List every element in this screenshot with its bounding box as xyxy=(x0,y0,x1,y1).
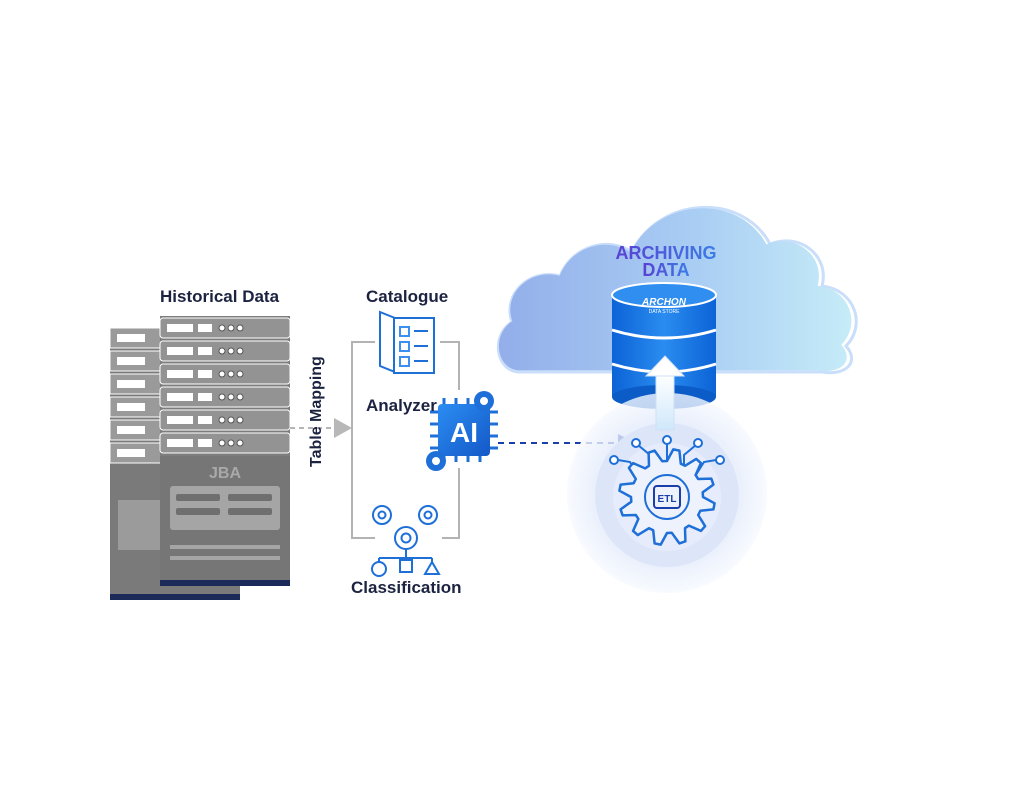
server-front: JBA xyxy=(159,316,291,586)
etl-label: ETL xyxy=(658,494,677,505)
rack-led xyxy=(218,347,226,355)
rack-slot xyxy=(198,347,212,355)
rack-slot xyxy=(198,370,212,378)
historical-data-label: Historical Data xyxy=(160,287,280,306)
archon-logo-sub: DATA STORE xyxy=(649,309,681,315)
rack-led xyxy=(227,393,235,401)
rack-led xyxy=(227,416,235,424)
database-icon: ARCHON DATA STORE xyxy=(611,282,717,409)
rack-led xyxy=(236,439,244,447)
rack-slot xyxy=(167,324,193,332)
rack-led xyxy=(218,439,226,447)
rack-slot xyxy=(167,393,193,401)
analyzer-bracket xyxy=(351,341,460,539)
catalogue-icon xyxy=(379,310,435,374)
rack-led xyxy=(236,324,244,332)
rack-led xyxy=(236,370,244,378)
ai-chip-icon: AI xyxy=(426,391,498,471)
rack-led xyxy=(218,324,226,332)
rack-slot xyxy=(198,439,212,447)
table-mapping-label: Table Mapping xyxy=(308,356,325,467)
rack-led xyxy=(236,393,244,401)
rack-led xyxy=(227,439,235,447)
rack-led xyxy=(236,347,244,355)
etl-engine: ETL xyxy=(567,355,767,593)
upload-arrow-icon xyxy=(644,355,686,431)
gear-icon xyxy=(426,391,494,471)
rack-slot xyxy=(167,370,193,378)
rack-slot xyxy=(198,393,212,401)
cloud-title-line1: ARCHIVING xyxy=(615,243,716,263)
mapping-arrow xyxy=(290,418,352,438)
rack-led xyxy=(236,416,244,424)
rack-led xyxy=(218,393,226,401)
rack-slot xyxy=(167,347,193,355)
cloud-title-line2: DATA xyxy=(642,260,689,280)
server-brand: JBA xyxy=(209,465,241,482)
ai-chip-text: AI xyxy=(450,417,478,448)
catalogue-label: Catalogue xyxy=(366,287,449,306)
rack-led xyxy=(218,370,226,378)
analyzer-label: Analyzer xyxy=(366,396,437,415)
rack-slot xyxy=(167,416,193,424)
rack-slot xyxy=(167,439,193,447)
archon-logo: ARCHON xyxy=(641,297,687,308)
rack-slot xyxy=(198,324,212,332)
rack-led xyxy=(227,347,235,355)
classification-icon xyxy=(371,505,441,577)
rack-led xyxy=(227,324,235,332)
rack-led xyxy=(218,416,226,424)
rack-slot xyxy=(198,416,212,424)
rack-led xyxy=(227,370,235,378)
classification-label: Classification xyxy=(351,578,462,597)
